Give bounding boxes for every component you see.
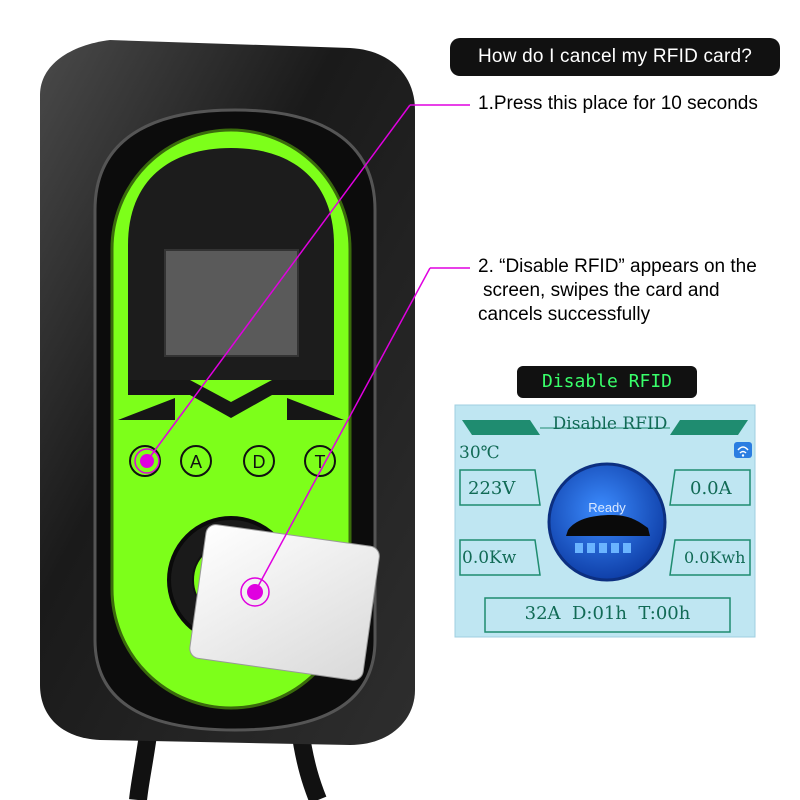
step-2-line-3: cancels successfully (478, 304, 651, 325)
leader-line-2 (254, 267, 431, 593)
lcd-current: 0.0A (690, 478, 732, 499)
display-screen (164, 249, 299, 357)
lcd-voltage: 223V (468, 478, 516, 499)
disable-rfid-banner: Disable RFID (517, 366, 697, 398)
lcd-footer: 32A D:01h T:00h (524, 603, 691, 624)
swipe-target-ring (240, 577, 270, 607)
press-target-ring (134, 448, 160, 474)
question-banner: How do I cancel my RFID card? (450, 38, 780, 76)
step-1-text: 1.Press this place for 10 seconds (478, 93, 758, 114)
button-d-label: D (253, 452, 266, 472)
car-icon (566, 515, 650, 536)
button-t-label: T (315, 452, 326, 472)
step-2-line-2: screen, swipes the card and (483, 280, 720, 301)
swipe-target-dot (247, 584, 263, 600)
step-2-text: 2. “Disable RFID” appears on the screen,… (478, 255, 798, 327)
rfid-card (189, 524, 380, 681)
wifi-icon (734, 442, 752, 458)
lcd-power: 0.0Kw (462, 548, 517, 568)
chevron-band (128, 380, 334, 418)
lcd-panel (454, 404, 756, 638)
lcd-title: Disable RFID (552, 414, 668, 434)
battery-icon (575, 543, 631, 553)
button-a-label: A (190, 452, 202, 472)
lcd-status: Ready (588, 500, 626, 515)
leader-line-1 (146, 104, 411, 462)
step-2-line-1: 2. “Disable RFID” appears on the (478, 256, 757, 277)
lcd-energy: 0.0Kwh (684, 548, 746, 567)
lcd-temperature: 30℃ (459, 443, 500, 463)
press-target-dot (140, 454, 154, 468)
